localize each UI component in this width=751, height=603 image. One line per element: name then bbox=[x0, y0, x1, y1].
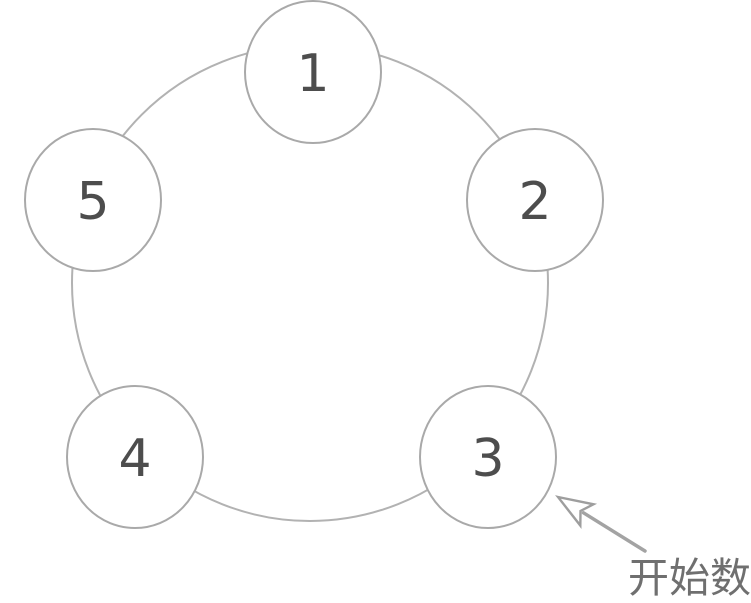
node-circle-2 bbox=[466, 128, 604, 272]
node-circle-4 bbox=[66, 385, 204, 529]
node-5: 5 bbox=[24, 128, 162, 272]
node-label-5: 5 bbox=[76, 172, 109, 232]
node-3: 3 bbox=[419, 385, 557, 529]
start-label: 开始数 bbox=[628, 554, 751, 602]
node-1: 1 bbox=[244, 0, 382, 144]
node-4: 4 bbox=[66, 385, 204, 529]
start-arrow-shaft bbox=[581, 511, 647, 553]
node-circle-1 bbox=[244, 0, 382, 144]
node-circle-3 bbox=[419, 385, 557, 529]
node-2: 2 bbox=[466, 128, 604, 272]
start-arrow bbox=[555, 495, 647, 553]
node-label-3: 3 bbox=[471, 429, 504, 489]
node-label-2: 2 bbox=[518, 172, 551, 232]
nodes-layer: 1 2 3 4 5 bbox=[24, 0, 604, 529]
node-label-1: 1 bbox=[296, 44, 329, 104]
start-arrow-head-icon bbox=[555, 495, 598, 529]
node-circle-5 bbox=[24, 128, 162, 272]
node-label-4: 4 bbox=[118, 429, 151, 489]
